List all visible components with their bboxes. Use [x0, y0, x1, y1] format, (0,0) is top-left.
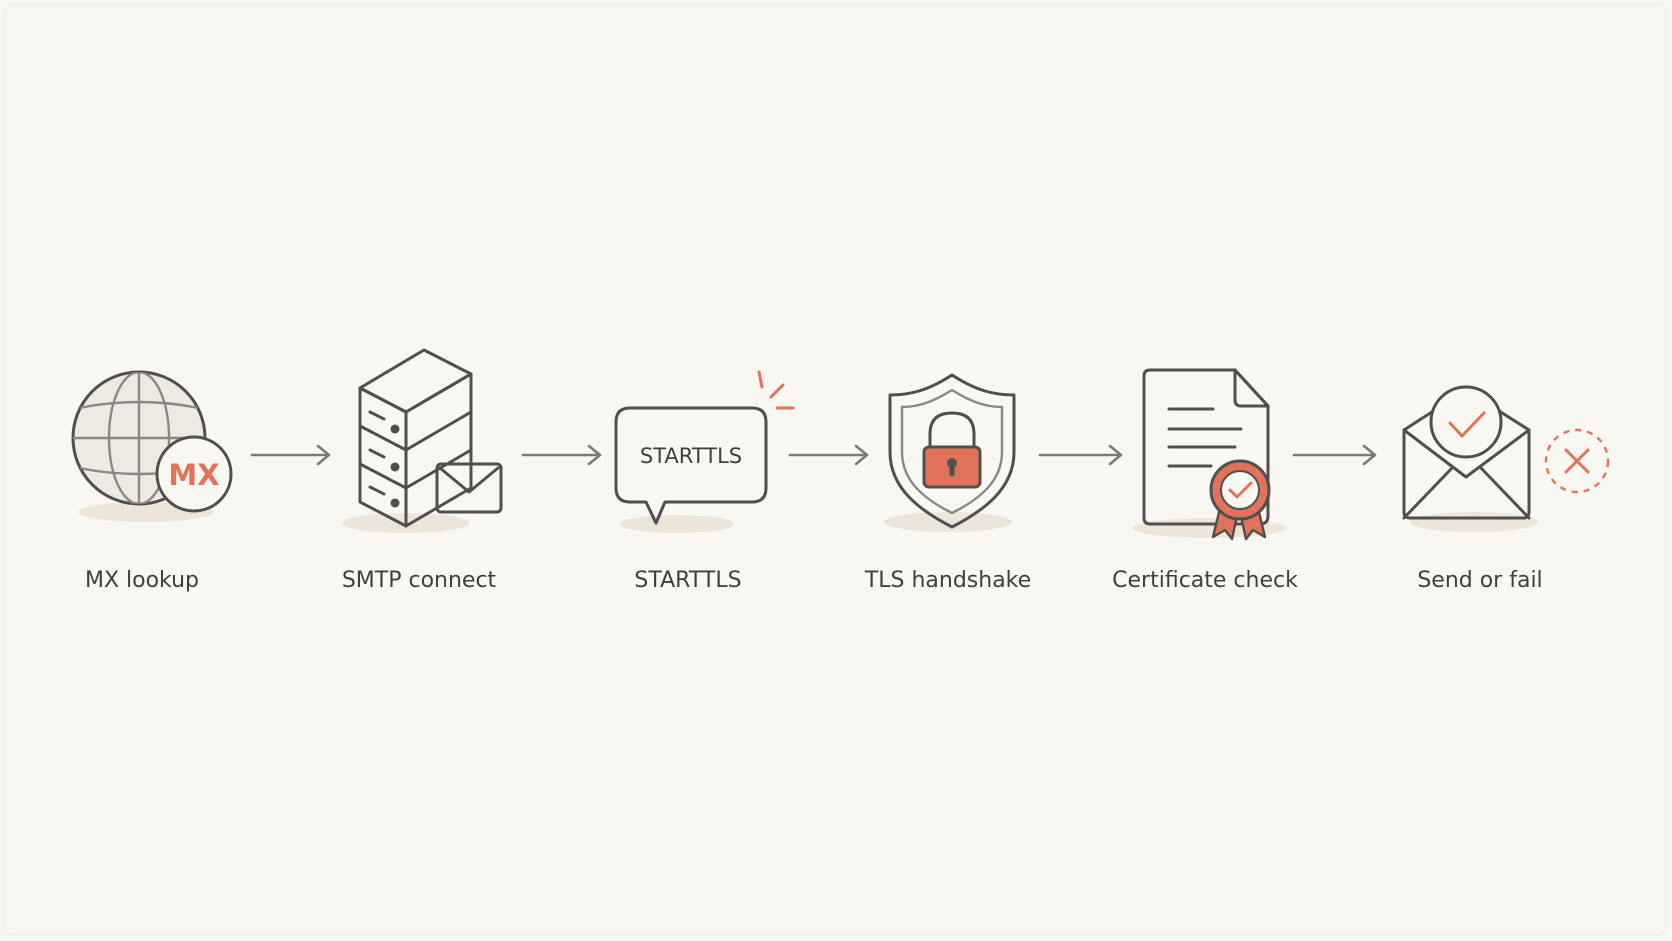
envelope-check-fail-icon: [1402, 385, 1610, 532]
flow-arrow-3: [788, 444, 869, 466]
server-envelope-icon: [342, 348, 503, 533]
starttls-bubble-icon: STARTTLS: [614, 370, 795, 533]
flow-arrow-4: [1038, 444, 1123, 466]
step-label-tls-handshake: TLS handshake: [864, 568, 1032, 593]
flow-arrow-1: [250, 444, 331, 466]
certificate-icon: [1133, 368, 1287, 541]
step-label-send-or-fail: Send or fail: [1417, 568, 1543, 593]
fail-x-icon: [1544, 428, 1610, 494]
step-label-certificate-check: Certificate check: [1112, 568, 1298, 593]
step-label-smtp-connect: SMTP connect: [341, 568, 497, 593]
flow-arrow-5: [1292, 444, 1377, 466]
step-label-starttls: STARTTLS: [634, 568, 742, 593]
starttls-bubble-text: STARTTLS: [640, 444, 742, 468]
mx-badge-text: MX: [168, 458, 219, 492]
shield-lock-icon: [884, 373, 1016, 532]
spark-lines-icon: [757, 370, 795, 410]
step-label-mx-lookup: MX lookup: [84, 568, 200, 593]
globe-mx-icon: MX: [71, 370, 233, 522]
canvas-frame: [4, 4, 1666, 935]
flow-arrow-2: [521, 444, 602, 466]
